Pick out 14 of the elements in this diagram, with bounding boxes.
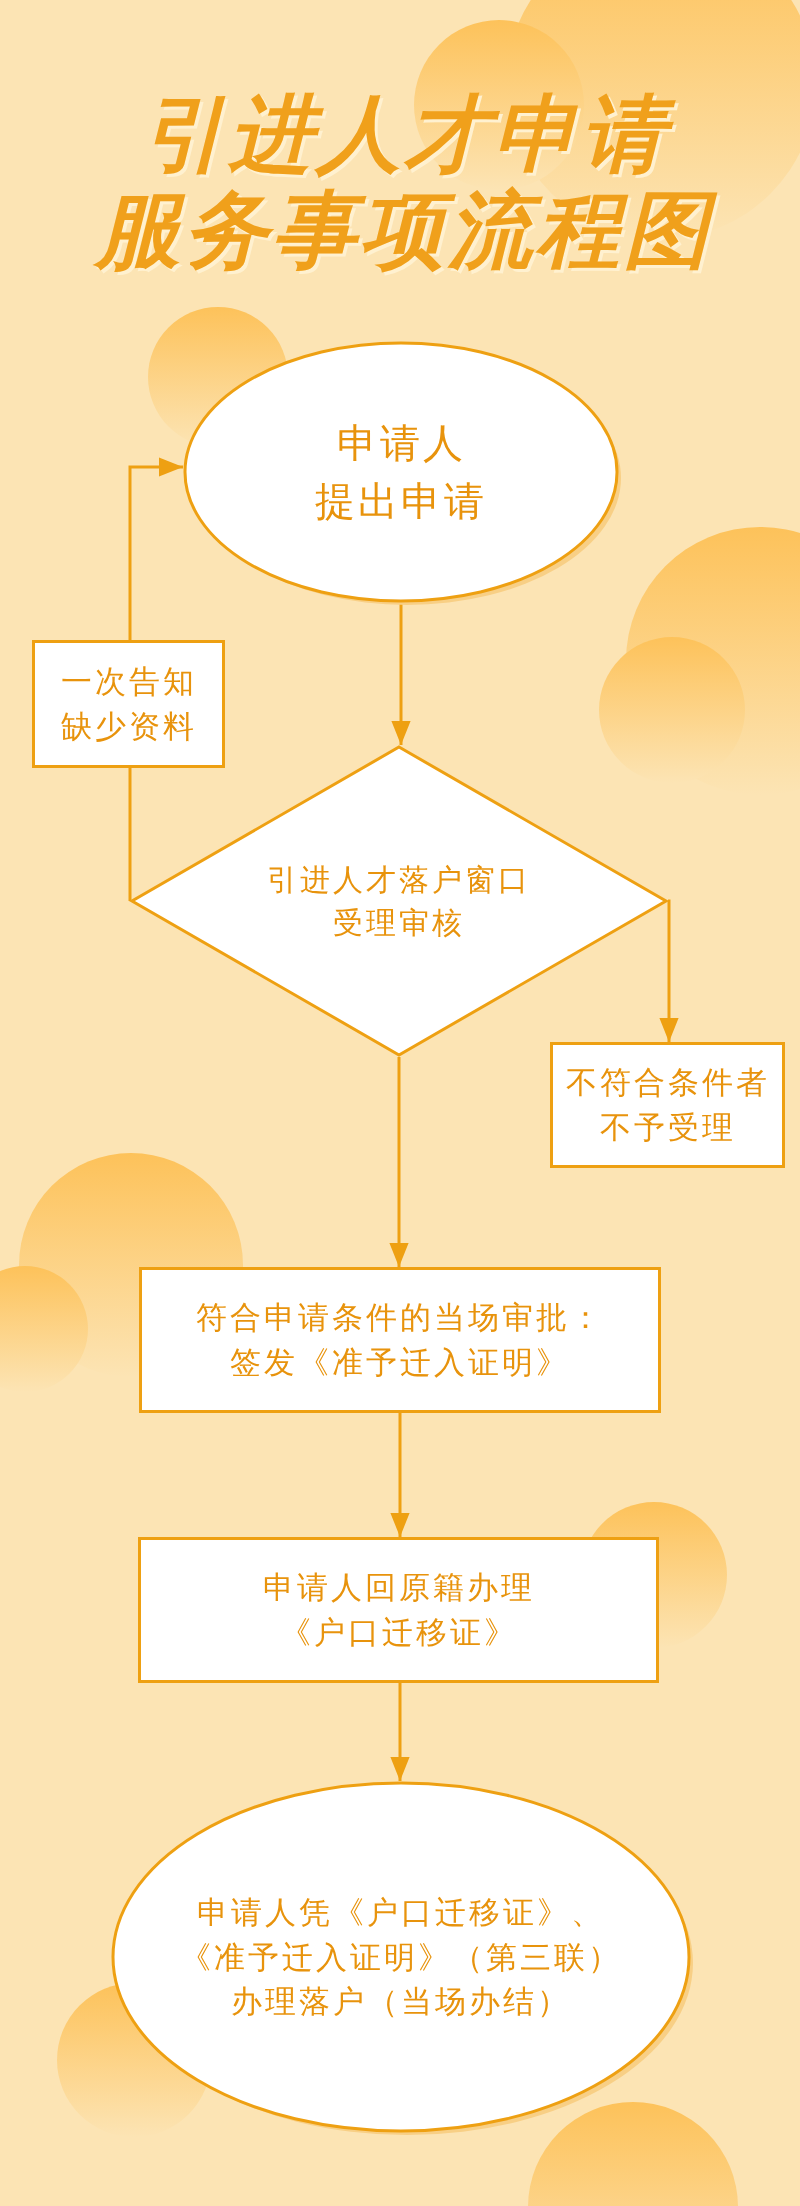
process-box: 符合申请条件的当场审批：签发《准予迁入证明》 [139, 1267, 661, 1413]
process-box: 申请人回原籍办理《户口迁移证》 [138, 1537, 659, 1683]
end-ellipse: 申请人凭《户口迁移证》、《准予迁入证明》（第三联）办理落户（当场办结） [111, 1781, 691, 2133]
process-box: 一次告知缺少资料 [32, 640, 225, 768]
decision-diamond: 引进人才落户窗口受理审核 [130, 745, 668, 1057]
arrow [391, 603, 411, 745]
arrow [659, 899, 679, 1042]
connector-line [128, 768, 132, 901]
start-ellipse: 申请人提出申请 [183, 341, 619, 603]
arrow [390, 1683, 410, 1781]
arrow [128, 457, 183, 640]
process-box: 不符合条件者不予受理 [550, 1042, 785, 1168]
arrow [389, 1057, 409, 1267]
arrow [390, 1413, 410, 1537]
